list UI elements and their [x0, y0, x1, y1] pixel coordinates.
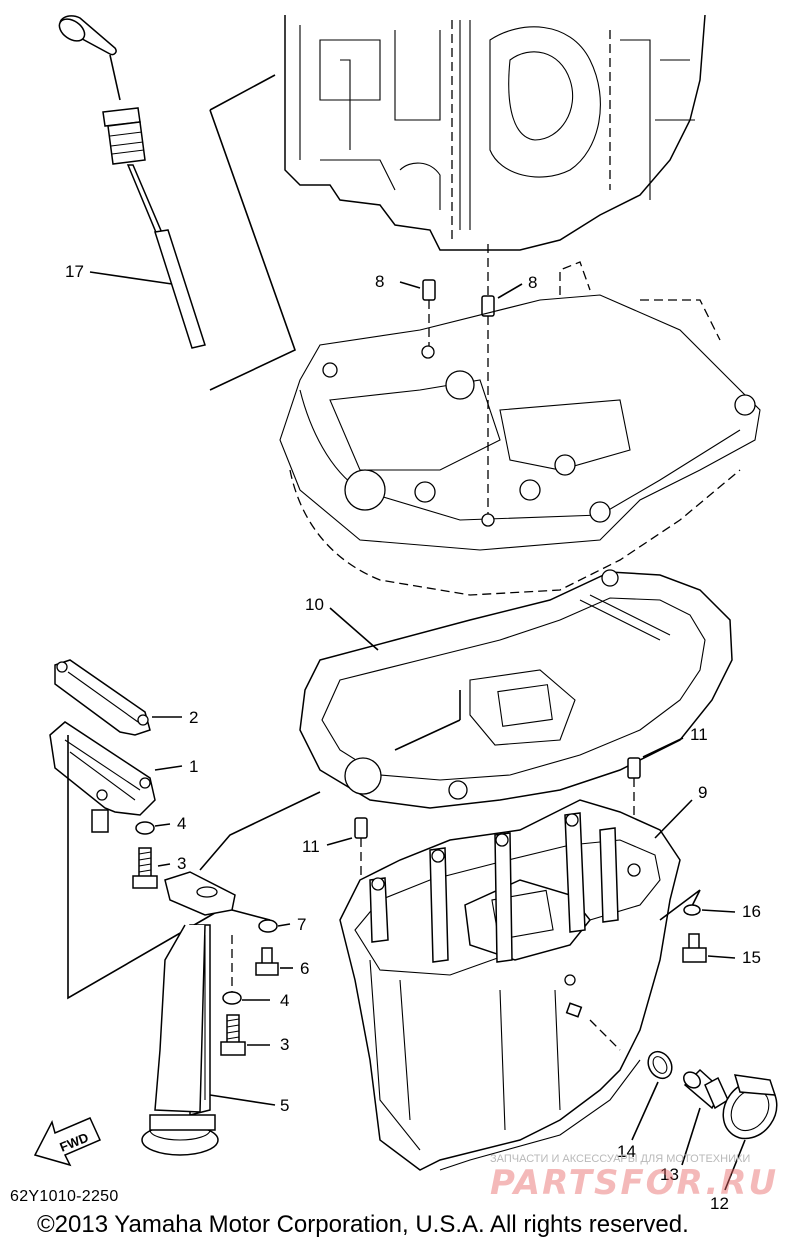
- callout-6: 6: [300, 959, 309, 978]
- exhaust-guide-illustration: [279, 261, 761, 596]
- strainer-bracket-line: [67, 735, 221, 1000]
- bolt-6: [255, 947, 279, 976]
- callout-1: 1: [189, 757, 198, 776]
- leader-5: [209, 1094, 276, 1106]
- gasket-14: [647, 1050, 673, 1080]
- oil-strainer-5-illustration: [141, 871, 236, 1156]
- dowel-pin-11-left: [354, 817, 368, 900]
- leader-8b: [497, 283, 523, 299]
- callout-13: 13: [660, 1165, 679, 1184]
- drain-cap-12: [722, 1074, 778, 1140]
- callout-3a: 3: [177, 854, 186, 873]
- callout-10: 10: [305, 595, 324, 614]
- gasket-2-illustration: [54, 659, 151, 736]
- callout-11a: 11: [690, 725, 708, 744]
- callout-12: 12: [710, 1194, 729, 1213]
- bolt-3-upper: [132, 847, 158, 889]
- callout-2: 2: [189, 708, 198, 727]
- callout-14: 14: [617, 1142, 636, 1161]
- leader-10: [329, 607, 379, 651]
- diagram-code: 62Y1010-2250: [10, 1188, 119, 1205]
- callout-8a: 8: [375, 272, 384, 291]
- engine-block-illustration: [284, 14, 706, 251]
- oil-pan-9-illustration: [339, 799, 681, 1171]
- washer-7: [258, 919, 278, 933]
- leader-9: [654, 799, 693, 839]
- callout-5: 5: [280, 1096, 289, 1115]
- gasket-10-illustration: [299, 569, 733, 809]
- fwd-arrow-icon: FWD: [33, 1117, 101, 1167]
- callout-15: 15: [742, 948, 761, 967]
- washer-4-lower: [222, 991, 242, 1005]
- callout-16: 16: [742, 902, 761, 921]
- leader-17: [89, 271, 173, 285]
- bolt-3-lower: [220, 1014, 246, 1056]
- plate-1-illustration: [49, 721, 156, 833]
- dipstick-illustration: [58, 15, 206, 349]
- dowel-pin-8-right: [481, 244, 495, 520]
- copyright-notice: ©2013 Yamaha Motor Corporation, U.S.A. A…: [37, 1211, 689, 1238]
- watermark-logo: PARTSFOR.RU: [490, 1163, 779, 1203]
- callout-4b: 4: [280, 991, 289, 1010]
- callout-7: 7: [297, 915, 306, 934]
- bolt-15: [682, 933, 707, 963]
- callout-11b: 11: [302, 837, 320, 856]
- callout-3b: 3: [280, 1035, 289, 1054]
- gasket-guide-line: [394, 719, 461, 751]
- washer-4-upper: [135, 821, 155, 835]
- callout-9: 9: [698, 783, 707, 802]
- leader-1: [154, 765, 183, 771]
- callout-4a: 4: [177, 814, 186, 833]
- drain-bolt-13: [683, 1068, 729, 1110]
- callout-8b: 8: [528, 273, 537, 292]
- leader-8a: [399, 281, 421, 289]
- washer-16: [683, 904, 701, 916]
- callout-17: 17: [65, 262, 84, 281]
- watermark-tagline: ЗАПЧАСТИ И АКСЕССУАРЫ ДЛЯ МОТОТЕХНИКИ: [490, 1153, 751, 1165]
- dowel-pin-8-left: [422, 279, 436, 350]
